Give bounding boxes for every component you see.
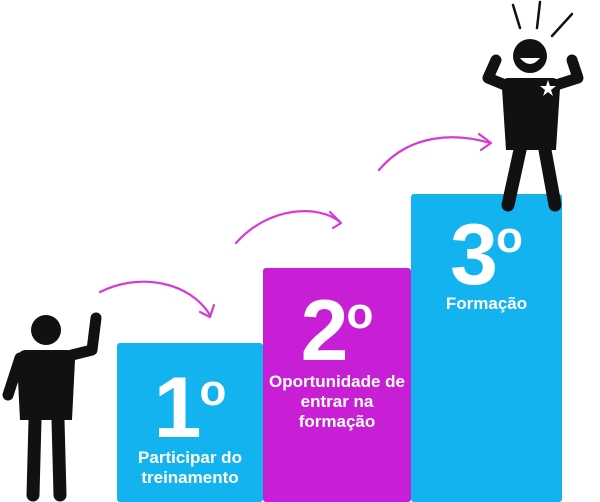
curved-arrow-icon [377, 132, 493, 172]
person-pointing-icon [2, 312, 102, 502]
step-1-number: 1o [153, 360, 227, 456]
step-1-block: 1o Participar do treinamento [117, 343, 263, 502]
step-1-label: Participar do treinamento [138, 448, 242, 487]
curved-arrow-icon [98, 280, 216, 319]
excitement-lines-icon [511, 0, 574, 38]
step-2-block: 2o Oportunidade de entrar na formação [263, 268, 411, 502]
person-celebrating-icon [482, 39, 584, 212]
step-3-block: 3o Formação [411, 194, 562, 502]
step-3-label: Formação [445, 294, 528, 313]
step-2-label: Oportunidade de entrar na formação [269, 372, 405, 431]
step-3-number: 3o [450, 207, 523, 303]
step-2-number: 2o [300, 283, 374, 379]
curved-arrow-icon [234, 210, 343, 245]
